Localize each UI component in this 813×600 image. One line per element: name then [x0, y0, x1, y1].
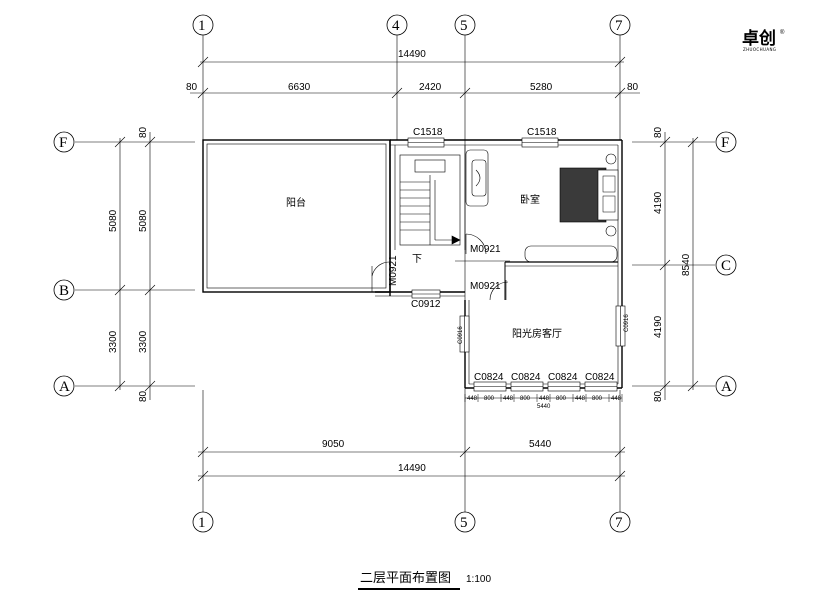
axis-label-left-f: F	[59, 135, 67, 151]
wardrobe-icon	[524, 245, 618, 263]
dim-right-80-bottom: 80	[653, 390, 664, 402]
door-label-m0921-a: M0921	[470, 244, 501, 255]
dim-left-5080-inner: 5080	[138, 209, 149, 232]
staircase	[399, 154, 461, 246]
axis-bubbles-top	[192, 14, 631, 36]
axis-label-right-f: F	[721, 135, 729, 151]
dim-bottom-5440: 5440	[529, 439, 552, 450]
subdim-2: 800	[484, 396, 495, 402]
window-label-c0824-1: C0824	[474, 372, 504, 383]
dim-top-80-left: 80	[186, 82, 198, 93]
window-label-c0824-4: C0824	[585, 372, 615, 383]
window-label-c0824-3: C0824	[548, 372, 578, 383]
axis-label-top-5: 5	[460, 18, 468, 34]
subdim-1: 448	[467, 396, 478, 402]
subdim-6: 800	[556, 396, 567, 402]
axis-label-left-b: B	[59, 283, 69, 299]
subdim-7: 448	[575, 396, 586, 402]
axis-label-bottom-1: 1	[198, 515, 206, 531]
axis-bubbles-right	[715, 131, 737, 397]
dim-top-2420: 2420	[419, 82, 442, 93]
drawing-scale: 1:100	[466, 574, 491, 585]
bottom-dimensions	[197, 446, 626, 482]
axis-label-left-a: A	[59, 379, 70, 395]
axis-label-right-c: C	[721, 258, 731, 274]
window-label-c0916-left: C0916	[458, 326, 464, 344]
logo-text: 卓创	[742, 28, 776, 49]
window-label-c0912: C0912	[411, 299, 441, 310]
window-label-c0916-right: C0916	[624, 314, 630, 332]
axis-label-top-4: 4	[392, 18, 400, 34]
dim-left-80-top: 80	[138, 126, 149, 138]
subdim-5: 448	[539, 396, 550, 402]
dim-left-3300-inner: 3300	[138, 330, 149, 353]
dim-bottom-total: 14490	[398, 463, 426, 474]
axis-bubbles-left	[53, 131, 75, 397]
armchair-icon	[465, 149, 489, 207]
axis-label-top-1: 1	[198, 18, 206, 34]
logo-subtext: ZHUOCHUANG	[743, 47, 776, 52]
dim-top-6630: 6630	[288, 82, 311, 93]
logo: 卓创 ZHUOCHUANG ®	[742, 28, 785, 52]
dim-bottom-9050: 9050	[322, 439, 345, 450]
bed-icon	[559, 153, 619, 237]
door-label-m0921-vertical: M0921	[388, 255, 399, 286]
top-dimensions	[190, 56, 640, 99]
windows	[407, 137, 626, 392]
subdim-9: 448	[611, 396, 622, 402]
axis-label-bottom-7: 7	[615, 515, 623, 531]
logo-registered-mark: ®	[780, 29, 785, 36]
window-subdims	[464, 394, 623, 402]
dim-top-80-right: 80	[627, 82, 639, 93]
axis-label-bottom-5: 5	[460, 515, 468, 531]
axis-label-top-7: 7	[615, 18, 623, 34]
window-label-c1518-a: C1518	[413, 127, 443, 138]
dim-top-5280: 5280	[530, 82, 553, 93]
dim-right-4190-bottom: 4190	[653, 315, 664, 338]
dim-right-80-top: 80	[653, 126, 664, 138]
door-label-m0921-b: M0921	[470, 281, 501, 292]
room-label-balcony: 阳台	[286, 196, 306, 209]
subdim-4: 800	[520, 396, 531, 402]
window-label-c0824-2: C0824	[511, 372, 541, 383]
grid-lines	[75, 35, 715, 512]
dim-right-4190-top: 4190	[653, 191, 664, 214]
dim-left-5080-outer: 5080	[108, 209, 119, 232]
room-label-bedroom: 卧室	[520, 193, 540, 206]
dim-left-80-bottom: 80	[138, 390, 149, 402]
subdim-3: 448	[503, 396, 514, 402]
drawing-title: 二层平面布置图	[360, 571, 451, 586]
subdim-total: 5440	[537, 404, 551, 410]
axis-bubbles-bottom	[192, 511, 631, 533]
axis-label-right-a: A	[721, 379, 732, 395]
stair-down-label: 下	[412, 254, 422, 265]
doors	[371, 233, 510, 301]
left-dimensions	[114, 132, 156, 400]
room-label-sunroom: 阳光房客厅	[512, 327, 562, 340]
dim-right-8540: 8540	[681, 253, 692, 276]
dim-top-total: 14490	[398, 49, 426, 60]
subdim-8: 800	[592, 396, 603, 402]
right-dimensions	[659, 132, 699, 400]
dim-left-3300-outer: 3300	[108, 330, 119, 353]
window-label-c1518-b: C1518	[527, 127, 557, 138]
